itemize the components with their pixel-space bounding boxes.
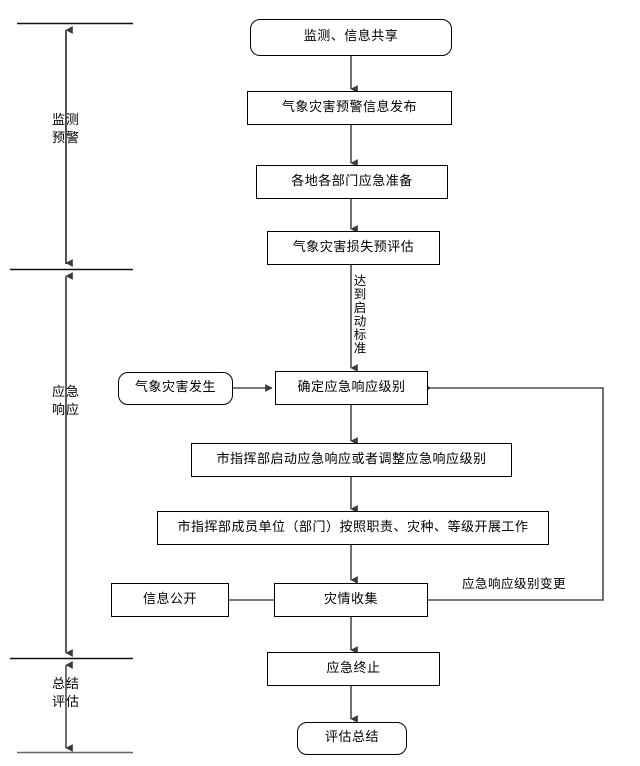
node-member-units-work[interactable]: 市指挥部成员单位（部门）按照职责、灾种、等级开展工作 [157, 511, 549, 545]
node-warning-release[interactable]: 气象灾害预警信息发布 [247, 91, 452, 125]
node-assessment-summary[interactable]: 评估总结 [297, 722, 407, 755]
stage-label-monitoring: 监测 预警 [51, 113, 80, 146]
node-city-hq-activate[interactable]: 市指挥部启动应急响应或者调整应急响应级别 [191, 443, 512, 477]
conn-feedback-level-change [424, 384, 604, 601]
node-monitoring-sharing[interactable]: 监测、信息共享 [250, 19, 452, 56]
stage-label-summary: 总结 评估 [51, 677, 80, 710]
node-emergency-prep[interactable]: 各地各部门应急准备 [256, 165, 448, 199]
stage-label-response: 应急 响应 [51, 385, 80, 418]
node-emergency-termination[interactable]: 应急终止 [267, 652, 440, 686]
node-disaster-occurs[interactable]: 气象灾害发生 [118, 372, 233, 405]
edge-label-level-change: 应急响应级别变更 [460, 573, 569, 592]
node-loss-preassessment[interactable]: 气象灾害损失预评估 [267, 231, 440, 265]
edge-label-activation-criteria: 达到启动标准 [351, 272, 367, 357]
stage-bracket-lines [10, 22, 133, 754]
node-info-disclosure[interactable]: 信息公开 [111, 583, 229, 617]
node-disaster-collection[interactable]: 灾情收集 [274, 583, 428, 617]
node-determine-level[interactable]: 确定应急响应级别 [275, 371, 428, 405]
